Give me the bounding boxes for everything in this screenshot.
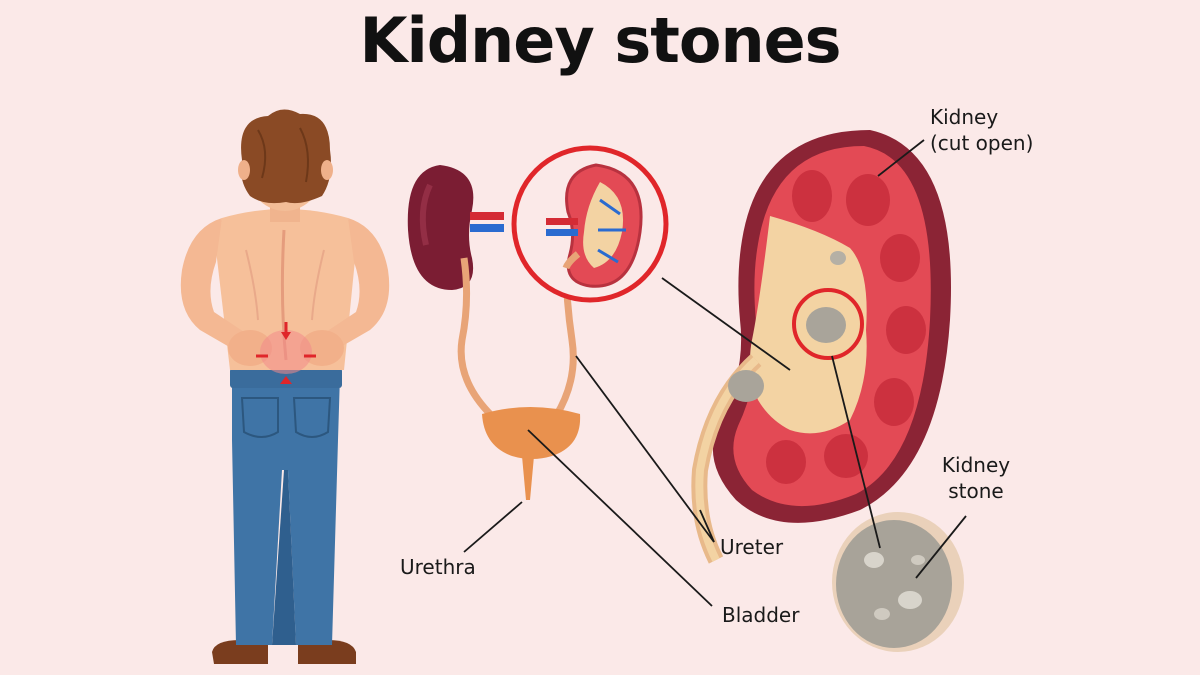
bladder-label: Bladder <box>722 603 800 627</box>
kidney-cut-open-label: Kidney (cut open) <box>930 104 1033 156</box>
kidney-cut-open-line1: Kidney <box>930 105 999 129</box>
kidney-cut-open-line2: (cut open) <box>930 131 1034 155</box>
page-title: Kidney stones <box>359 4 841 77</box>
ureter-label: Ureter <box>720 535 784 559</box>
person-figure <box>180 109 390 664</box>
kidney-stone-label: Kidney stone <box>936 452 1016 504</box>
urethra-label: Urethra <box>400 555 476 579</box>
leader-lines <box>463 139 967 607</box>
kidney-cross-section <box>691 130 964 652</box>
urinary-system <box>407 145 669 500</box>
kidney-stone-line1: Kidney <box>941 453 1011 477</box>
kidney-stone-line2: stone <box>948 479 1004 503</box>
